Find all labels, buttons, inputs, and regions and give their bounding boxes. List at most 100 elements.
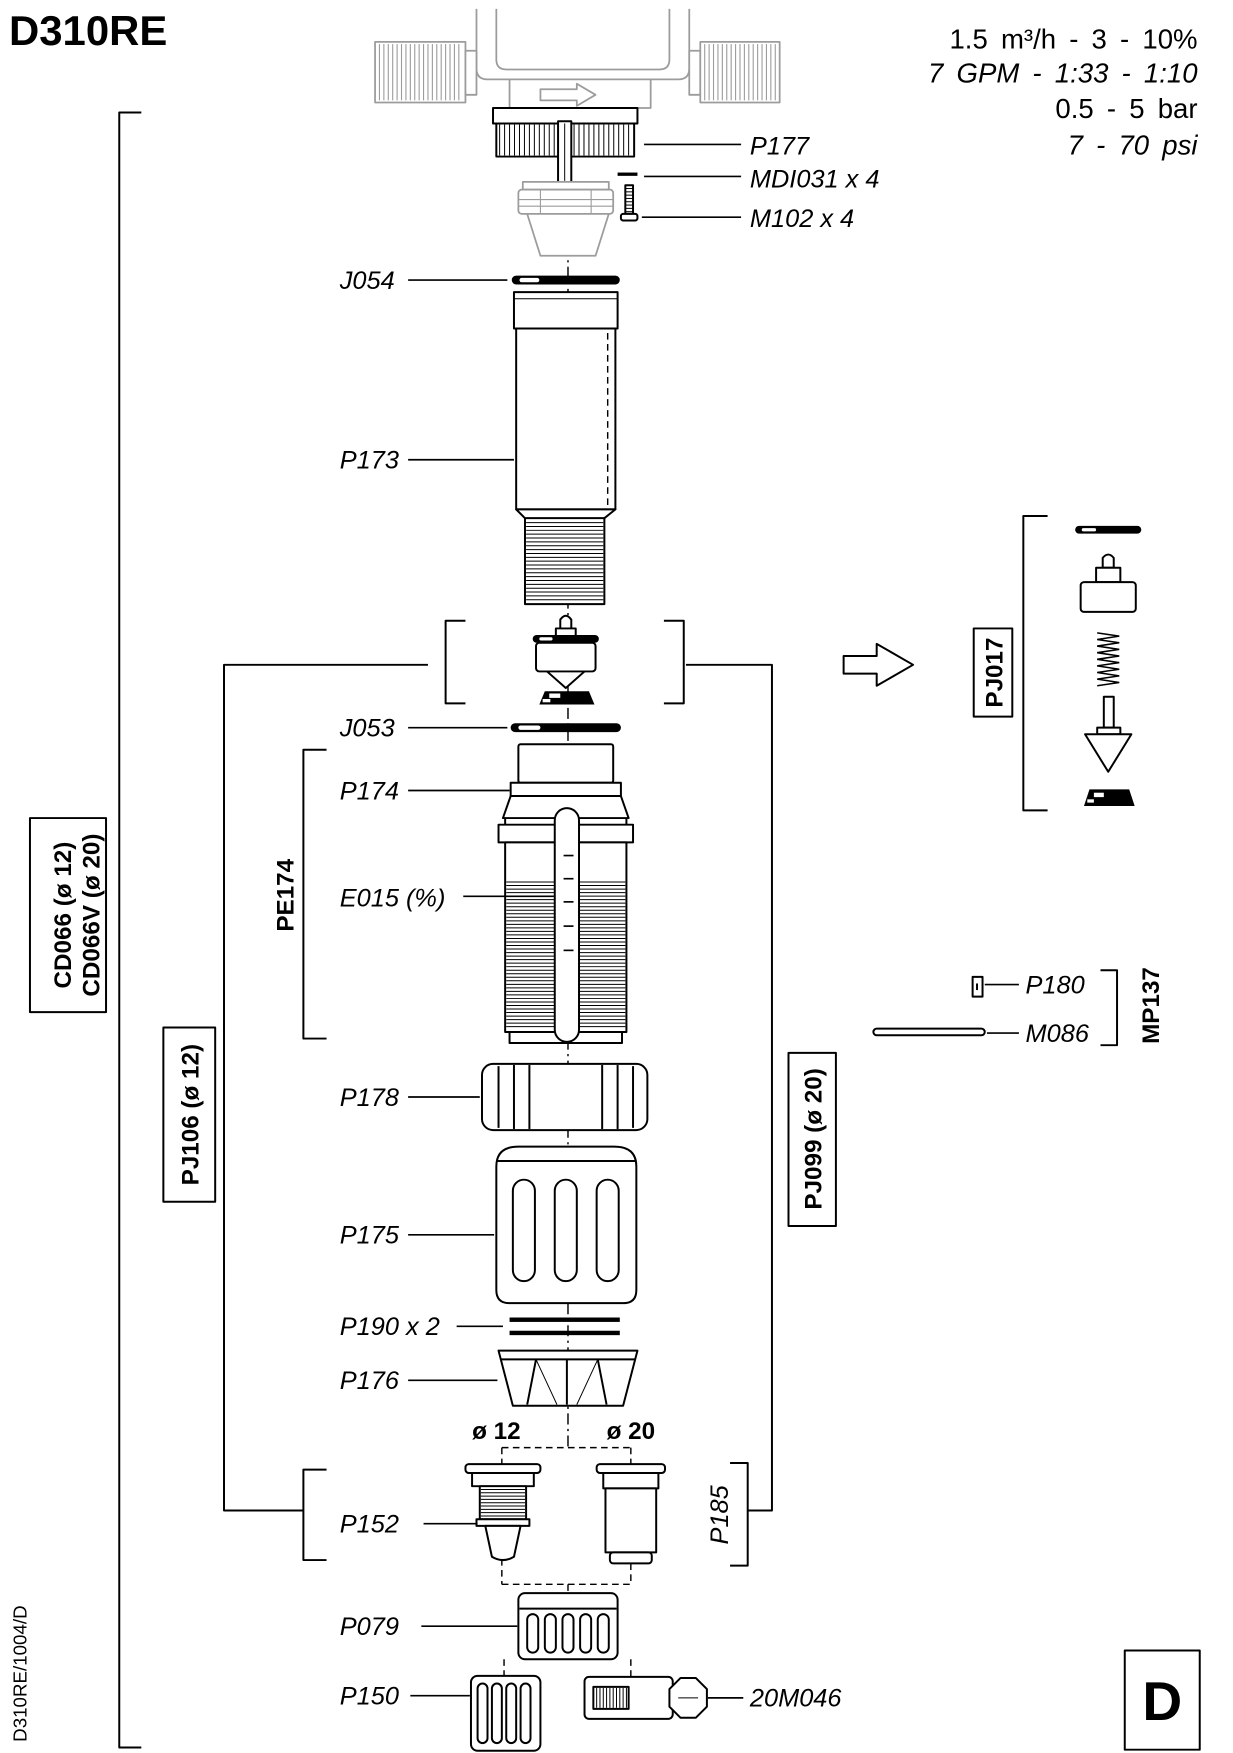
part-j053 xyxy=(510,723,621,733)
part-labels: P177 MDI031 x 4 M102 x 4 J054 P173 J053 … xyxy=(339,132,880,1712)
e015-level-tube xyxy=(553,807,581,1043)
pj017-box xyxy=(972,627,1014,718)
j054-highlight xyxy=(519,277,540,283)
part-p185 xyxy=(595,1463,667,1565)
pj017-cone xyxy=(1084,733,1133,773)
piston-nut-hex xyxy=(517,188,615,215)
p150-slot xyxy=(505,1682,518,1745)
p178-nut xyxy=(481,1062,649,1132)
label-e015: E015 (%) xyxy=(340,884,446,912)
p176-rib xyxy=(535,1359,558,1405)
pump-body xyxy=(374,8,781,109)
pump-housing-inner xyxy=(495,8,671,71)
label-pj017: PJ017 xyxy=(981,637,1008,707)
p152-threads xyxy=(480,1489,525,1517)
label-p177: P177 xyxy=(750,132,810,160)
kit-mp137: P180 M086 MP137 xyxy=(872,967,1165,1048)
p185-collar xyxy=(602,1471,660,1490)
pj106-bracket xyxy=(223,663,428,1512)
p152-bracket xyxy=(302,1468,327,1562)
p150-slot xyxy=(519,1682,532,1745)
p177-threads xyxy=(499,124,630,156)
mp137-bracket xyxy=(1100,969,1119,1047)
pj017-cone-stem xyxy=(1102,695,1115,729)
cd066-bracket xyxy=(118,111,142,1749)
valve-cone xyxy=(546,670,586,689)
pj017-oring-highlight xyxy=(1081,528,1097,532)
valve-stem-tip xyxy=(559,614,573,630)
m102-shank xyxy=(624,184,635,215)
cd066-box xyxy=(28,817,108,1014)
p176-rib xyxy=(596,1359,608,1405)
label-p176: P176 xyxy=(340,1367,400,1395)
p079-slot xyxy=(579,1613,593,1654)
part-p190 xyxy=(509,1317,620,1336)
label-pe174: PE174 xyxy=(272,858,299,931)
part-p152 xyxy=(464,1463,542,1562)
p174-shoulder xyxy=(501,795,630,820)
label-diameter-12: ø 12 xyxy=(472,1418,521,1445)
p190-ring xyxy=(509,1330,620,1336)
part-mdi031 xyxy=(617,172,638,176)
part-p177 xyxy=(492,107,639,185)
spec-pressure-us: 7 - 70 psi xyxy=(1068,129,1199,160)
p174-top xyxy=(517,743,615,784)
pj017-spring xyxy=(1097,632,1120,687)
p176-rib xyxy=(526,1359,537,1405)
m102-threads xyxy=(625,188,634,213)
p173-cap xyxy=(512,291,619,330)
kit-pj017: PJ017 xyxy=(972,514,1142,812)
part-j054 xyxy=(511,275,620,285)
pj106-box xyxy=(162,1026,217,1203)
spec-pressure: 0.5 - 5 bar xyxy=(1055,93,1197,124)
p175-slot xyxy=(553,1178,578,1283)
part-p079 xyxy=(517,1592,619,1661)
e015-scale-ticks xyxy=(563,854,574,952)
p175-slot xyxy=(511,1178,536,1283)
p079-slot xyxy=(526,1613,540,1654)
label-p173: P173 xyxy=(340,447,399,475)
kit-pj099: PJ099 (ø 20) xyxy=(685,663,837,1512)
label-p185: P185 xyxy=(706,1484,734,1544)
p173-transition xyxy=(515,508,617,520)
label-diameter-20: ø 20 xyxy=(607,1418,656,1445)
injector-bracket-right xyxy=(663,619,685,705)
m102-head xyxy=(619,212,639,222)
label-p180: P180 xyxy=(1026,971,1085,999)
valve-seal xyxy=(539,691,595,705)
pj099-bracket xyxy=(685,663,773,1512)
document-reference: D310RE/1004/D xyxy=(10,1605,31,1741)
detail-arrow-icon xyxy=(842,642,915,687)
j054-oring xyxy=(511,275,620,285)
label-p150: P150 xyxy=(340,1682,399,1710)
p079-slot xyxy=(561,1613,575,1654)
part-20m046 xyxy=(583,1675,708,1720)
flow-direction-arrow-icon xyxy=(539,82,597,107)
m086-rod xyxy=(872,1027,986,1037)
p152-flange xyxy=(464,1463,542,1474)
label-m102: M102 x 4 xyxy=(750,205,854,233)
piston-nut xyxy=(517,181,615,257)
p190-ring xyxy=(509,1317,620,1322)
label-cd066v: CD066V (ø 20) xyxy=(78,834,105,997)
part-p176 xyxy=(497,1349,639,1407)
strainer-mesh-lines xyxy=(596,1687,627,1708)
injector-bracket-left xyxy=(444,619,466,705)
part-p174 xyxy=(497,743,635,1044)
part-p178 xyxy=(481,1062,649,1132)
valve-body xyxy=(535,641,597,673)
inlet-neck xyxy=(464,49,478,96)
piston-cone xyxy=(526,213,610,257)
valve-stem xyxy=(554,627,577,638)
pj017-bracket xyxy=(1022,514,1048,812)
p185-bracket xyxy=(730,1462,749,1567)
valve-oring xyxy=(532,635,599,643)
p176-body xyxy=(497,1349,639,1407)
label-p190: P190 x 2 xyxy=(340,1313,440,1341)
pj017-valve-body xyxy=(1079,581,1137,613)
p150-slot xyxy=(490,1682,503,1745)
valve-seal-highlight xyxy=(549,693,561,698)
section-box xyxy=(1123,1649,1201,1751)
p176-rib xyxy=(576,1359,599,1405)
part-p173 xyxy=(512,291,619,606)
